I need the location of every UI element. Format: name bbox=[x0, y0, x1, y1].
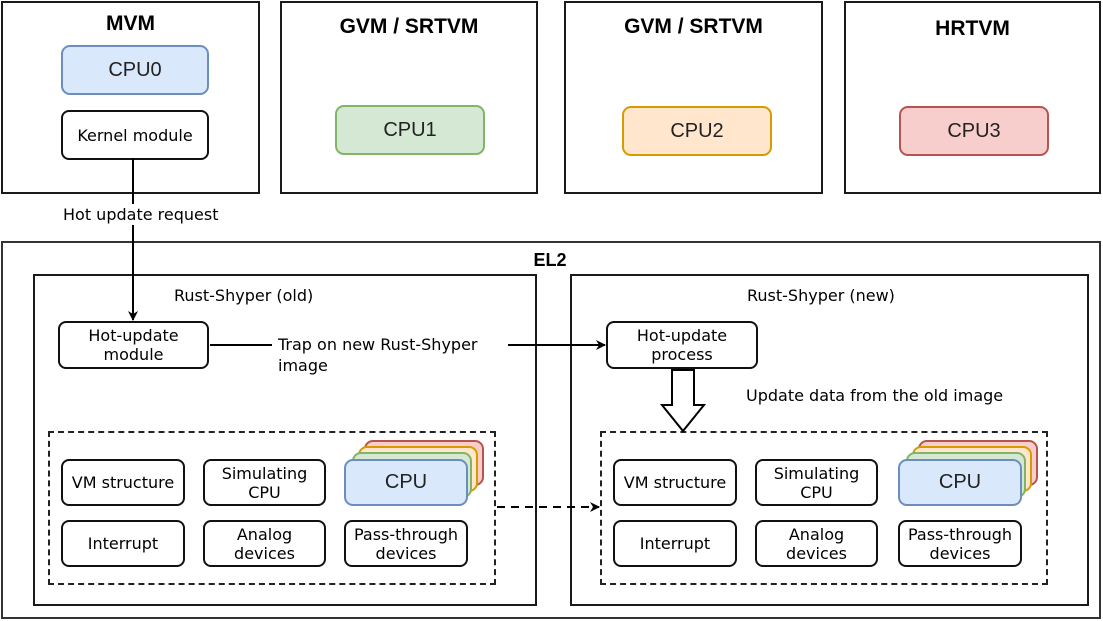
new-passthrough-devices-node: Pass-through devices bbox=[898, 520, 1022, 567]
vm-title-gvm-srtvm-2: GVM / SRTVM bbox=[624, 15, 763, 38]
cpu3-block: CPU3 bbox=[899, 106, 1049, 156]
old-vm-structure-node: VM structure bbox=[61, 459, 185, 506]
vm-box-mvm: MVM CPU0 Kernel module bbox=[1, 1, 260, 194]
old-interrupt-node: Interrupt bbox=[61, 520, 185, 567]
old-passthrough-line1: Pass-through bbox=[353, 524, 459, 544]
new-passthrough-line1: Pass-through bbox=[907, 524, 1013, 544]
hot-update-process-node: Hot-update process bbox=[606, 321, 758, 369]
old-cpu-stack-front: CPU bbox=[344, 459, 468, 506]
new-simulating-cpu-line2: CPU bbox=[800, 482, 833, 502]
hot-update-module-line1: Hot-update bbox=[88, 326, 179, 345]
new-vm-structure-node: VM structure bbox=[613, 459, 737, 506]
new-analog-line1: Analog bbox=[788, 524, 845, 544]
el2-title: EL2 bbox=[533, 250, 567, 270]
new-interrupt-node: Interrupt bbox=[613, 520, 737, 567]
new-analog-devices-node: Analog devices bbox=[755, 520, 878, 567]
hot-update-request-label: Hot update request bbox=[61, 204, 221, 225]
rust-shyper-new-title: Rust-Shyper (new) bbox=[747, 285, 895, 306]
trap-label: Trap on new Rust-Shyper image bbox=[278, 334, 478, 376]
new-cpu-stack-front: CPU bbox=[898, 459, 1022, 506]
new-components-group bbox=[600, 431, 1048, 585]
old-components-group bbox=[48, 431, 496, 585]
hot-update-module-node: Hot-update module bbox=[58, 321, 209, 369]
new-analog-line2: devices bbox=[786, 543, 847, 563]
new-simulating-cpu-line1: Simulating bbox=[773, 463, 860, 483]
old-simulating-cpu-node: Simulating CPU bbox=[203, 459, 326, 506]
vm-title-hrtvm: HRTVM bbox=[935, 17, 1010, 40]
old-simulating-cpu-line2: CPU bbox=[248, 482, 281, 502]
cpu0-block: CPU0 bbox=[61, 45, 209, 95]
old-passthrough-line2: devices bbox=[375, 543, 437, 563]
vm-title-mvm: MVM bbox=[106, 12, 155, 35]
old-analog-line2: devices bbox=[234, 543, 295, 563]
vm-title-gvm-srtvm-1: GVM / SRTVM bbox=[339, 15, 479, 38]
hot-update-module-line2: module bbox=[103, 345, 164, 364]
new-simulating-cpu-node: Simulating CPU bbox=[755, 459, 878, 506]
old-passthrough-devices-node: Pass-through devices bbox=[344, 520, 468, 567]
vm-box-hrtvm: HRTVM CPU3 bbox=[844, 1, 1101, 194]
cpu1-block: CPU1 bbox=[335, 105, 485, 155]
old-simulating-cpu-line1: Simulating bbox=[221, 463, 308, 483]
old-analog-line1: Analog bbox=[236, 524, 293, 544]
hot-update-process-line2: process bbox=[651, 345, 713, 364]
trap-label-line1: Trap on new Rust-Shyper bbox=[278, 335, 478, 354]
hot-update-process-line1: Hot-update bbox=[636, 326, 728, 345]
cpu2-block: CPU2 bbox=[622, 106, 772, 156]
kernel-module-node: Kernel module bbox=[61, 110, 209, 160]
old-analog-devices-node: Analog devices bbox=[203, 520, 326, 567]
new-passthrough-line2: devices bbox=[929, 543, 991, 563]
vm-box-gvm-srtvm-1: GVM / SRTVM CPU1 bbox=[280, 1, 538, 194]
vm-box-gvm-srtvm-2: GVM / SRTVM CPU2 bbox=[564, 1, 823, 194]
rust-shyper-old-title: Rust-Shyper (old) bbox=[174, 285, 314, 306]
trap-label-line2: image bbox=[278, 356, 328, 375]
update-data-label: Update data from the old image bbox=[746, 385, 1004, 406]
